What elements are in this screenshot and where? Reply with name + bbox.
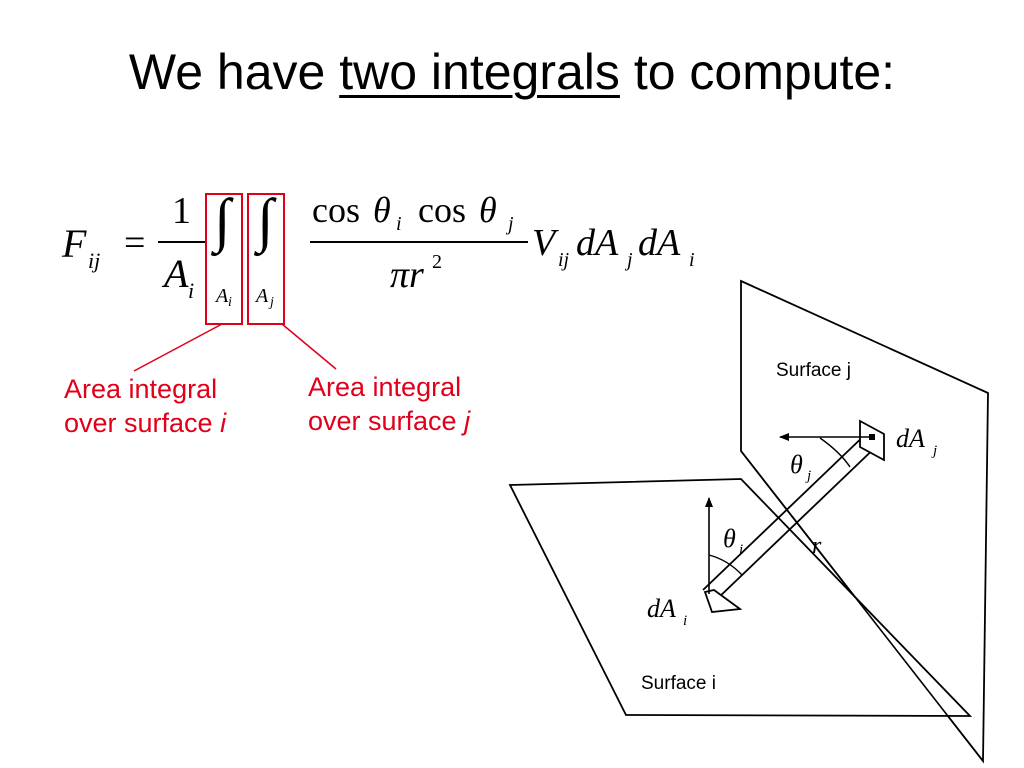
r-line-b bbox=[715, 439, 884, 601]
title-text-before: We have bbox=[128, 44, 340, 100]
label-dAj: dA bbox=[896, 424, 925, 453]
main-fraction-bar bbox=[310, 241, 528, 243]
differential-dA-j: dA bbox=[576, 222, 619, 264]
label-dAi: dA bbox=[647, 594, 676, 623]
integral-sign-i: ∫ bbox=[214, 187, 231, 253]
prefactor-denominator-subscript: i bbox=[188, 278, 195, 303]
integral-j-lower-limit-subscript: j bbox=[270, 295, 274, 310]
label-theta-i: θ bbox=[723, 524, 736, 553]
angle-arc-j bbox=[819, 437, 851, 468]
callout-j-line2-prefix: over surface bbox=[308, 406, 465, 436]
patch-dAi bbox=[703, 589, 743, 613]
lhs-symbol: F bbox=[62, 221, 87, 266]
angle-arc-i bbox=[708, 554, 743, 576]
lhs-subscript: ij bbox=[88, 248, 101, 273]
callout-i-line2-prefix: over surface bbox=[64, 408, 221, 438]
surface-j-front-edge bbox=[740, 450, 984, 762]
label-dAj-subscript: j bbox=[933, 443, 938, 459]
callout-j-line2: over surface j bbox=[308, 404, 470, 438]
label-r: r bbox=[812, 533, 822, 559]
integral-i-lower-limit-subscript: i bbox=[228, 295, 232, 310]
callout-j-variable: j bbox=[464, 406, 471, 436]
denominator-pi-r: πr bbox=[390, 254, 424, 296]
label-theta-i-subscript: i bbox=[739, 542, 744, 558]
label-dAi-subscript: i bbox=[683, 613, 688, 629]
numerator-theta-1-subscript: i bbox=[396, 213, 402, 235]
title-emphasis: two integrals bbox=[339, 44, 620, 100]
equals-sign: = bbox=[124, 222, 146, 264]
callout-j-line1: Area integral bbox=[308, 372, 462, 402]
differential-dA-j-subscript: j bbox=[627, 249, 633, 271]
slide-title: We have two integrals to compute: bbox=[0, 40, 1024, 104]
highlight-box-integral-i bbox=[205, 193, 243, 325]
highlight-box-integral-j bbox=[247, 193, 285, 325]
callout-i-variable: i bbox=[220, 408, 227, 438]
numerator-theta-1: θ bbox=[373, 190, 391, 230]
visibility-symbol: V bbox=[532, 222, 556, 264]
callout-i-line1: Area integral bbox=[64, 374, 218, 404]
prefactor-denominator: A bbox=[164, 251, 189, 296]
leader-line-surface-i bbox=[133, 323, 223, 372]
denominator-exponent: 2 bbox=[432, 251, 442, 273]
leader-line-surface-j bbox=[281, 323, 337, 370]
label-theta-j: θ bbox=[790, 450, 803, 479]
numerator-cos-1: cos bbox=[312, 190, 360, 230]
numerator-theta-2-subscript: j bbox=[508, 213, 514, 235]
integral-sign-j: ∫ bbox=[257, 187, 274, 253]
visibility-subscript: ij bbox=[558, 249, 570, 271]
surface-i-label: Surface i bbox=[641, 673, 716, 694]
surface-j-label: Surface j bbox=[776, 360, 851, 381]
numerator-cos-2: cos bbox=[418, 190, 466, 230]
callout-i-line2: over surface i bbox=[64, 406, 226, 440]
integral-j-lower-limit: A bbox=[256, 285, 269, 307]
label-theta-j-subscript: j bbox=[807, 468, 812, 484]
numerator-theta-2: θ bbox=[479, 190, 497, 230]
title-text-after: to compute: bbox=[619, 44, 896, 100]
callout-surface-j: Area integral over surface j bbox=[308, 370, 470, 438]
differential-dA-i: dA bbox=[638, 222, 681, 264]
differential-dA-i-subscript: i bbox=[689, 249, 695, 271]
callout-surface-i: Area integral over surface i bbox=[64, 372, 226, 440]
prefactor-fraction-bar bbox=[158, 241, 206, 243]
prefactor-numerator: 1 bbox=[172, 190, 191, 232]
patch-dAj bbox=[859, 419, 885, 462]
surface-i-plane bbox=[508, 478, 973, 717]
integral-i-lower-limit: A bbox=[216, 285, 229, 307]
